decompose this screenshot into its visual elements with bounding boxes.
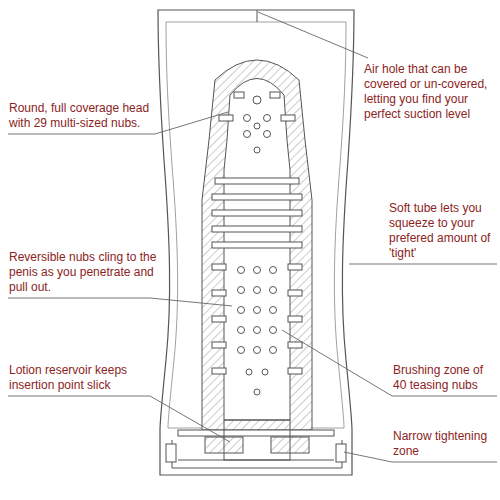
callout-label: Narrow tightening zone — [393, 429, 497, 459]
inner-wall — [166, 22, 346, 428]
sleeve — [202, 60, 312, 430]
cavity — [224, 79, 290, 421]
head-nubs — [219, 92, 295, 153]
callout-label: Lotion reservoir keeps insertion point s… — [9, 363, 157, 393]
brushing-nubs — [212, 264, 302, 395]
callout-label: Soft tube lets you squeeze to your prefe… — [389, 201, 497, 261]
outer-tube — [158, 10, 354, 475]
callout-label: Round, full coverage head with 29 multi-… — [9, 101, 157, 131]
reversible-ribs — [212, 178, 302, 248]
callout-label: Air hole that can be covered or un-cover… — [364, 62, 498, 122]
callout-label: Brushing zone of 40 teasing nubs — [393, 363, 497, 393]
leader-lines — [8, 12, 497, 462]
callout-label: Reversible nubs cling to the penis as yo… — [9, 250, 157, 295]
base-cap — [166, 420, 346, 468]
air-hole — [257, 10, 258, 22]
